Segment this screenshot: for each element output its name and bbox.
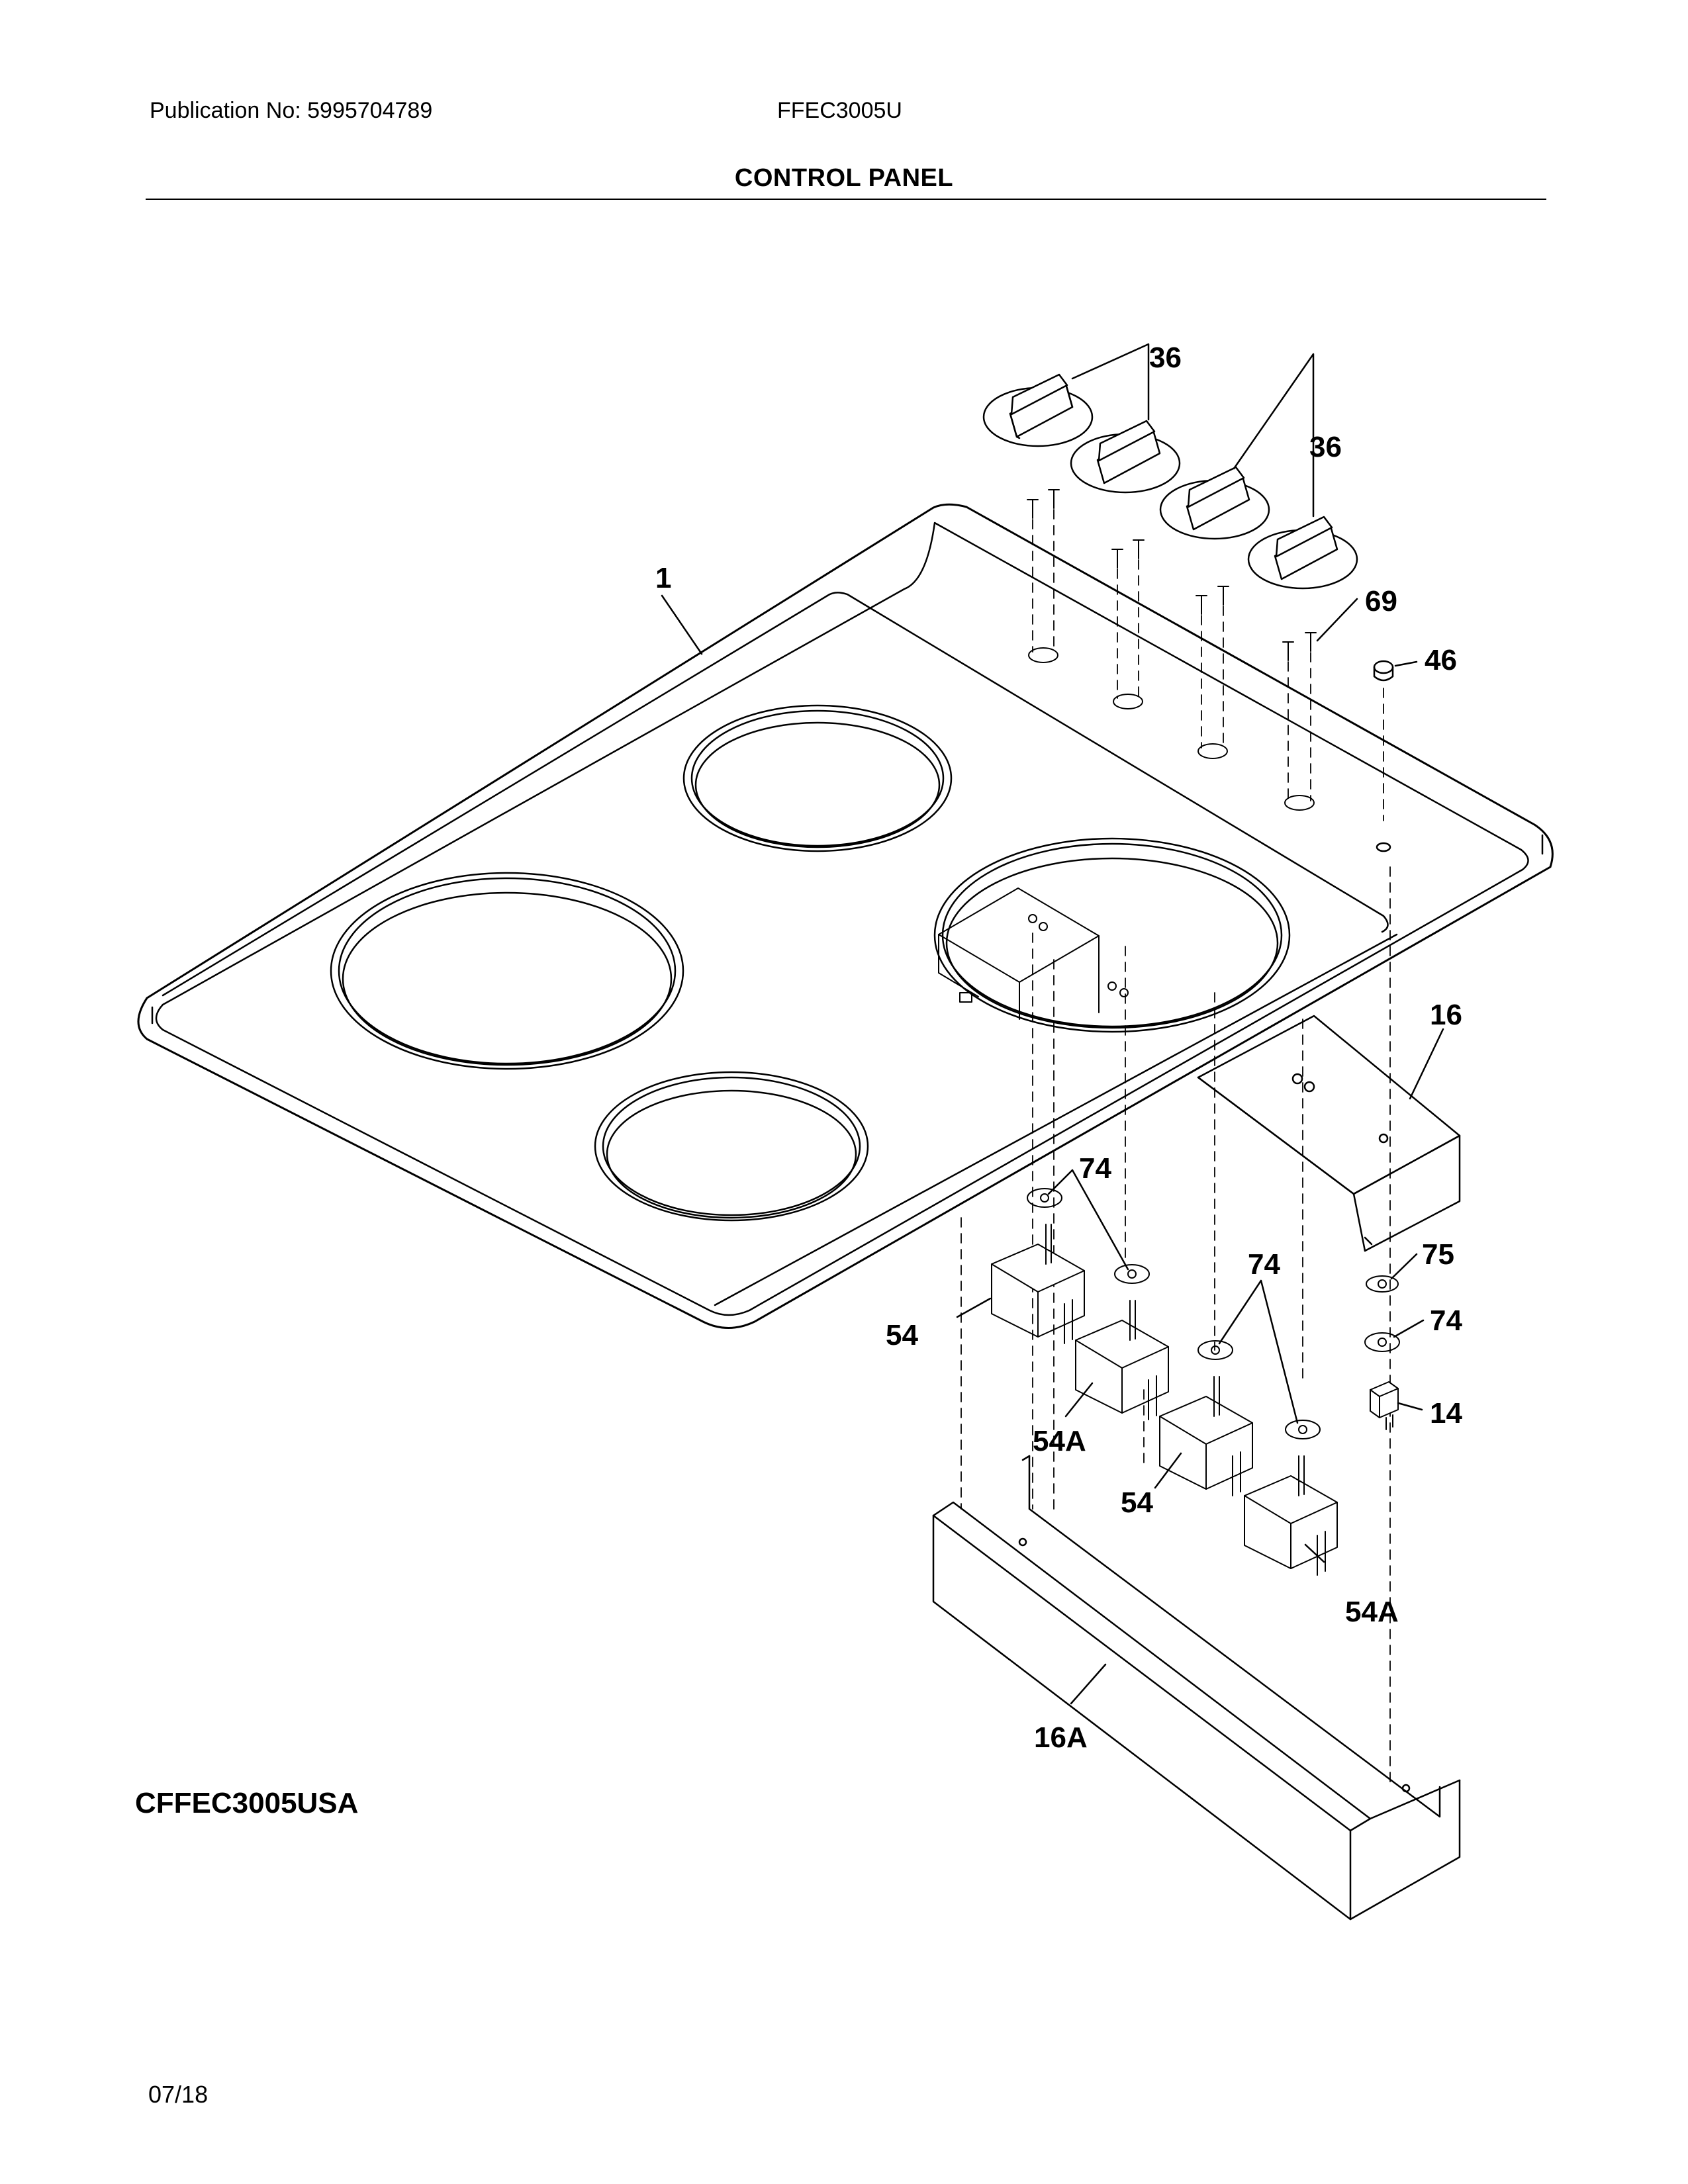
leader-lines (661, 343, 1444, 1705)
page-title: CONTROL PANEL (734, 164, 954, 192)
publication-number: Publication No: 5995704789 (150, 98, 433, 123)
callout-36-lower: 36 (1309, 431, 1342, 463)
callout-46: 46 (1425, 644, 1457, 676)
date-code: 07/18 (148, 2081, 209, 2108)
burner-bracket (938, 887, 1129, 1020)
clips (1027, 1188, 1400, 1439)
screws (1027, 489, 1317, 661)
bracket-16 (1197, 1015, 1461, 1252)
callout-16: 16 (1430, 999, 1462, 1031)
knob-2 (1070, 420, 1181, 494)
model-number: FFEC3005U (777, 98, 902, 123)
guide-lines (961, 509, 1391, 1788)
header-rule (146, 199, 1546, 200)
cooktop-panel (137, 503, 1554, 1329)
callout-1: 1 (655, 562, 671, 594)
callout-74-right: 74 (1430, 1304, 1462, 1337)
callout-74-middle: 74 (1248, 1248, 1280, 1281)
model-code: CFFEC3005USA (135, 1787, 359, 1819)
knob-4 (1247, 516, 1358, 590)
callout-74-left: 74 (1079, 1152, 1111, 1185)
knob-3 (1159, 466, 1270, 540)
switch-14 (1370, 1381, 1399, 1430)
callout-36-upper: 36 (1149, 341, 1182, 374)
grommet (1373, 660, 1394, 852)
callout-54-left: 54 (886, 1319, 918, 1351)
channel-16A (932, 1455, 1461, 1921)
burner-openings (330, 704, 1291, 1222)
callout-54A-left: 54A (1033, 1425, 1086, 1457)
callout-16A: 16A (1034, 1721, 1088, 1754)
washers (1028, 647, 1315, 811)
knob-1 (982, 373, 1094, 447)
callout-14: 14 (1430, 1397, 1462, 1430)
callout-54A-right: 54A (1345, 1596, 1399, 1628)
infinite-switches (991, 1224, 1338, 1576)
callout-labels: 1 36 36 69 46 16 74 74 75 74 14 54 54A 5… (655, 341, 1462, 1754)
callout-69: 69 (1365, 585, 1397, 617)
callout-54-middle: 54 (1121, 1486, 1153, 1519)
callout-75: 75 (1422, 1238, 1454, 1271)
